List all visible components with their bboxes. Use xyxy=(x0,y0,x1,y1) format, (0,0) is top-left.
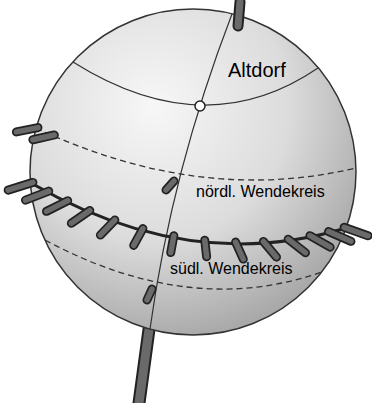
gnomon-stick xyxy=(25,191,48,200)
equator-line xyxy=(31,183,346,244)
tropic-label: südl. Wendekreis xyxy=(170,261,292,277)
gnomon-stick xyxy=(263,242,276,258)
gnomon-stick xyxy=(288,239,305,253)
gnomon-stick xyxy=(147,289,152,300)
gnomon-stick xyxy=(100,220,115,235)
gnomon-stick xyxy=(16,128,38,132)
gnomon-stick xyxy=(33,135,54,140)
gnomon-stick xyxy=(147,289,152,300)
gnomon-stick xyxy=(71,210,89,223)
gnomon-stick xyxy=(100,220,115,235)
gnomon-stick xyxy=(344,227,368,235)
gnomon-stick xyxy=(46,201,67,212)
gnomon-stick xyxy=(25,191,48,200)
gnomon-stick xyxy=(238,2,240,26)
gnomon-stick xyxy=(344,227,368,235)
gnomon-stick xyxy=(236,242,244,259)
gnomon-stick xyxy=(310,236,330,247)
gnomon-stick xyxy=(8,182,33,190)
gnomon-stick xyxy=(134,229,143,246)
gnomon-stick xyxy=(263,242,276,258)
axis-stick xyxy=(139,322,150,403)
gnomon-stick xyxy=(238,2,240,26)
gnomon-stick xyxy=(8,182,33,190)
gnomon-stick xyxy=(171,236,174,253)
gnomon-stick xyxy=(166,181,174,190)
gnomon-stick xyxy=(16,128,38,132)
globe xyxy=(30,9,356,335)
gnomon-stick xyxy=(46,201,67,212)
gnomon-stick xyxy=(236,242,244,259)
tropic-label: nördl. Wendekreis xyxy=(196,184,325,200)
tropic-line xyxy=(45,240,322,289)
gnomon-stick xyxy=(134,229,143,246)
gnomon-stick xyxy=(33,135,54,140)
gnomon-stick xyxy=(310,236,330,247)
meridian-line xyxy=(150,14,232,329)
gnomon-stick xyxy=(205,240,207,257)
gnomon-stick xyxy=(288,239,305,253)
location-marker xyxy=(195,101,205,111)
gnomon-stick xyxy=(71,210,89,223)
gnomon-stick xyxy=(171,236,174,253)
place-label: Altdorf xyxy=(228,60,286,80)
gnomon-stick xyxy=(205,240,207,257)
gnomon-stick xyxy=(166,181,174,190)
tropic-line xyxy=(36,128,356,180)
axis-stick xyxy=(139,322,150,403)
